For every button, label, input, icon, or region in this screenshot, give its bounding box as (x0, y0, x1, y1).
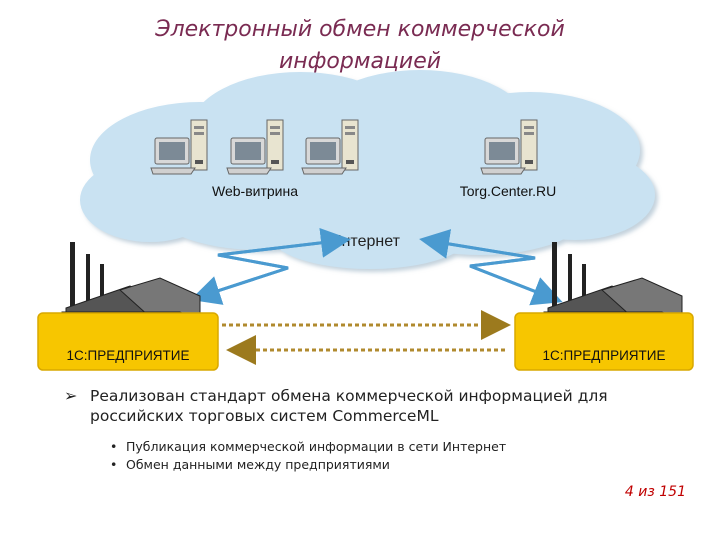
title-text: Электронный обмен коммерческой информаци… (155, 17, 565, 74)
enterprise-label-left: 1С:ПРЕДПРИЯТИЕ (67, 348, 190, 363)
bullet-dot-icon: • (110, 457, 118, 472)
enterprise-box-left (37, 312, 219, 371)
enterprise-exchange-arrows (222, 310, 511, 365)
main-bullet-line2: российских торговых систем CommerceML (90, 407, 439, 425)
sub-bullet-text: Обмен данными между предприятиями (126, 457, 390, 472)
sub-bullet-item: • Публикация коммерческой информации в с… (64, 438, 684, 456)
label-torg-center: Torg.Center.RU (460, 183, 556, 199)
main-bullet: ➢ Реализован стандарт обмена коммерческо… (64, 386, 684, 426)
sub-bullet-text: Публикация коммерческой информации в сет… (126, 439, 507, 454)
label-web-vitrina: Web-витрина (212, 183, 298, 199)
page-title: Электронный обмен коммерческой информаци… (120, 14, 600, 78)
bullet-section: ➢ Реализован стандарт обмена коммерческо… (64, 386, 684, 474)
sub-bullet-item: • Обмен данными между предприятиями (64, 456, 684, 474)
right-connection-arrow-start (419, 229, 558, 302)
main-bullet-line1: Реализован стандарт обмена коммерческой … (90, 387, 608, 405)
page-number: 4 из 151 (624, 484, 686, 500)
bullet-dot-icon: • (110, 439, 118, 454)
enterprise-box-right (514, 312, 694, 371)
sub-bullet-list: • Публикация коммерческой информации в с… (64, 438, 684, 474)
enterprise-label-right: 1С:ПРЕДПРИЯТИЕ (543, 348, 666, 363)
left-connection-arrow-start (195, 227, 351, 300)
arrow-bullet-icon: ➢ (64, 386, 78, 405)
